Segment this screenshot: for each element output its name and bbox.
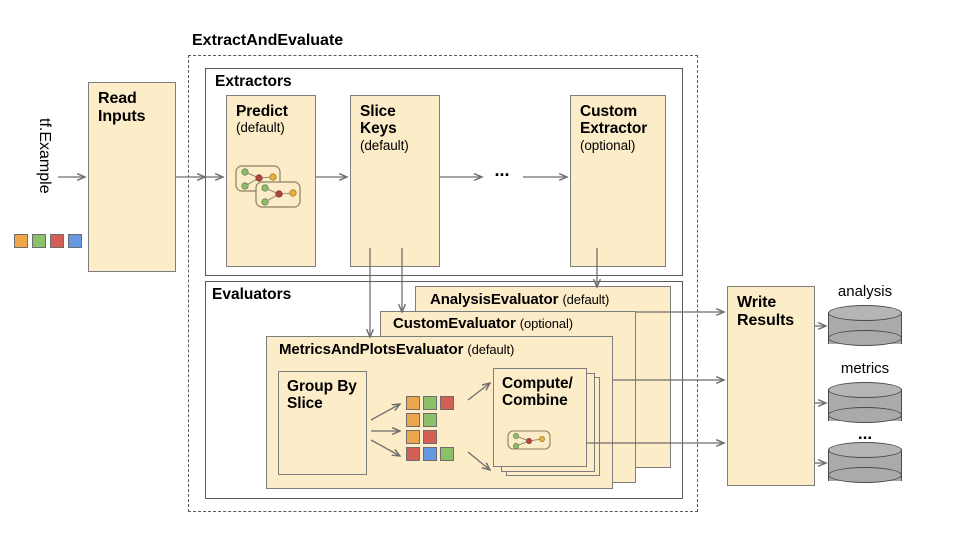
custom-evaluator-sub: (optional) — [519, 316, 573, 331]
analysis-evaluator-title: AnalysisEvaluator — [430, 291, 559, 308]
write-results-title: Write Results — [737, 294, 795, 329]
predict-title: Predict — [236, 103, 288, 120]
extract-and-evaluate-container — [188, 55, 698, 512]
output-cylinder-other[interactable] — [828, 442, 902, 488]
slice-chip — [406, 413, 420, 427]
group-by-slice-title: Group By Slice — [287, 378, 357, 413]
output-label-analysis: analysis — [837, 283, 893, 300]
slice-chip — [406, 396, 420, 410]
slice-chip — [423, 447, 437, 461]
extractor-box-custom[interactable]: Custom Extractor (optional) — [570, 95, 666, 267]
slice-keys-title: Slice Keys — [360, 103, 397, 138]
custom-extractor-sub: (optional) — [580, 137, 636, 153]
input-chip — [68, 234, 82, 248]
custom-extractor-title: Custom Extractor — [580, 103, 648, 138]
slice-chip — [440, 447, 454, 461]
graph-nodes-icon — [235, 165, 301, 208]
output-cylinder-metrics[interactable] — [828, 382, 902, 428]
compute-combine-box[interactable]: Compute/ Combine — [493, 368, 587, 467]
predict-sub: (default) — [236, 120, 285, 136]
output-ellipsis: ... — [857, 424, 873, 443]
extractor-box-predict[interactable]: Predict (default) — [226, 95, 316, 267]
extractor-box-slice-keys[interactable]: Slice Keys (default) — [350, 95, 440, 267]
read-inputs-box[interactable]: Read Inputs — [88, 82, 176, 272]
slice-chip — [406, 430, 420, 444]
input-chip — [14, 234, 28, 248]
write-results-box[interactable]: Write Results — [727, 286, 815, 486]
input-chips — [14, 234, 84, 250]
slice-chip — [423, 396, 437, 410]
group-by-slice-box[interactable]: Group By Slice — [278, 371, 367, 475]
input-chip — [32, 234, 46, 248]
output-cylinder-analysis[interactable] — [828, 305, 902, 351]
custom-evaluator-title: CustomEvaluator — [393, 315, 516, 332]
extractors-ellipsis: ... — [494, 160, 510, 180]
input-chip — [50, 234, 64, 248]
extract-and-evaluate-label: ExtractAndEvaluate — [192, 32, 344, 49]
metrics-and-plots-evaluator-title: MetricsAndPlotsEvaluator — [279, 341, 464, 358]
analysis-evaluator-sub: (default) — [562, 292, 610, 307]
slice-chip — [423, 413, 437, 427]
read-inputs-title: Read Inputs — [98, 90, 146, 125]
slice-chip — [406, 447, 420, 461]
graph-nodes-icon — [507, 430, 551, 450]
slice-chip — [423, 430, 437, 444]
output-label-metrics: metrics — [840, 360, 890, 377]
metrics-and-plots-evaluator-sub: (default) — [467, 342, 515, 357]
slice-keys-sub: (default) — [360, 137, 409, 153]
slice-chip-grid — [406, 396, 466, 461]
compute-combine-title: Compute/ Combine — [502, 375, 573, 410]
evaluators-label: Evaluators — [212, 286, 292, 303]
extractors-label: Extractors — [215, 73, 292, 90]
slice-chip — [440, 396, 454, 410]
